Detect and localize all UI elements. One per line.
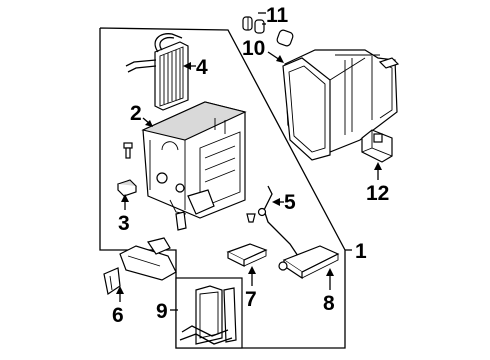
part-4-heater-core (125, 33, 189, 111)
callout-7: 7 (245, 288, 257, 311)
callout-9: 9 (156, 300, 168, 323)
part-12-clip (361, 129, 393, 163)
callout-3: 3 (118, 212, 130, 235)
callout-4: 4 (196, 56, 208, 79)
assembly-outline (99, 27, 346, 349)
part-3-grommet (117, 179, 137, 197)
bolt (123, 142, 133, 159)
leader-arrows (116, 12, 382, 311)
part-9-inset (175, 277, 243, 349)
part-7-bracket (226, 243, 268, 267)
callout-6: 6 (112, 304, 124, 327)
part-2-heater-housing (141, 101, 247, 231)
callout-10: 10 (242, 37, 265, 60)
part-11-fittings (242, 16, 294, 47)
callout-12: 12 (366, 182, 389, 205)
callout-1: 1 (355, 240, 367, 263)
callout-5: 5 (284, 191, 296, 214)
part-6-flap-door (103, 237, 177, 295)
callout-8: 8 (323, 292, 335, 315)
part-8-filter (278, 245, 340, 280)
callout-11: 11 (266, 4, 289, 27)
callout-2: 2 (130, 102, 142, 125)
part-10-evaporator-case (282, 49, 400, 161)
